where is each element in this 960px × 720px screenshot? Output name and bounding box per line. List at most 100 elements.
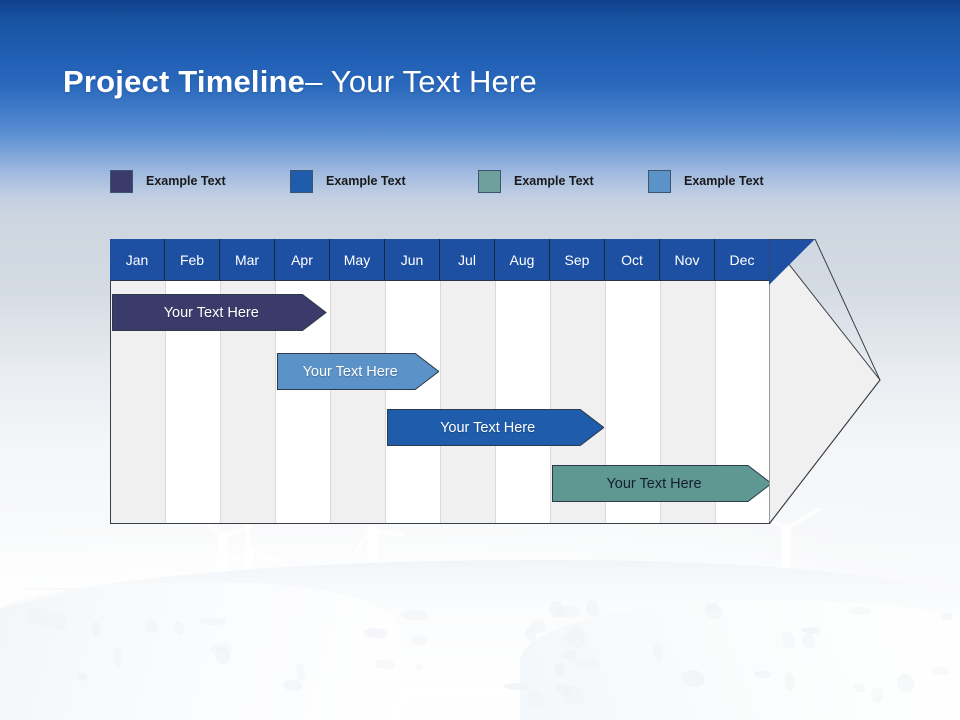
snow-speck	[114, 647, 122, 667]
bar-arrow-shape	[552, 465, 772, 502]
snow-speck	[400, 610, 427, 620]
snow-speck	[681, 670, 705, 687]
month-header-sep[interactable]: Sep	[550, 239, 605, 280]
snow-speck	[897, 674, 914, 693]
column-divider	[330, 281, 331, 523]
page-title-strong: Project Timeline	[63, 64, 306, 99]
legend-swatch-icon	[648, 169, 671, 193]
snow-speck	[705, 603, 719, 611]
legend: Example Text Example Text Example Text Exam…	[110, 168, 870, 194]
timeline-column-jan	[111, 240, 166, 523]
header-underline	[110, 280, 770, 281]
timeline-bar-3[interactable]: Your Text Here	[387, 409, 605, 446]
snow-speck	[941, 613, 953, 620]
column-divider	[385, 281, 386, 523]
snow-speck	[558, 638, 576, 647]
snow-speck	[29, 607, 49, 626]
legend-item-label: Example Text	[514, 174, 594, 188]
legend-item-label: Example Text	[684, 174, 764, 188]
timeline-bar-1[interactable]: Your Text Here	[112, 294, 327, 331]
month-header-apr[interactable]: Apr	[275, 239, 330, 280]
snow-speck	[47, 613, 67, 630]
column-divider	[550, 281, 551, 523]
month-header-jun[interactable]: Jun	[385, 239, 440, 280]
timeline-column-mar	[221, 240, 276, 523]
timeline-bar-label: Your Text Here	[163, 304, 259, 321]
snow-speck	[586, 600, 599, 617]
legend-item-label: Example Text	[146, 174, 226, 188]
legend-item-2[interactable]: Example Text	[290, 168, 406, 194]
column-divider	[220, 281, 221, 523]
timeline-arrowhead	[769, 239, 882, 524]
timeline-column-jun	[386, 240, 441, 523]
snow-speck	[854, 683, 865, 692]
legend-swatch-icon	[110, 169, 133, 193]
column-divider	[165, 281, 166, 523]
snow-speck	[653, 643, 663, 661]
snow-speck	[802, 634, 815, 649]
snow-speck	[782, 632, 795, 648]
snow-speck	[754, 671, 771, 678]
snow-speck	[528, 689, 544, 709]
column-divider	[715, 281, 716, 523]
timeline-bar-label: Your Text Here	[440, 419, 536, 436]
column-divider	[605, 281, 606, 523]
snow-speck	[374, 660, 395, 669]
snow-speck	[145, 620, 158, 633]
snow-speck	[410, 635, 427, 645]
snow-speck	[931, 667, 950, 675]
snow-speck	[525, 627, 536, 641]
legend-swatch-icon	[478, 169, 501, 193]
snow-speck	[283, 680, 302, 691]
snow-speck	[801, 627, 820, 634]
snow-speck	[296, 663, 305, 681]
month-header-jul[interactable]: Jul	[440, 239, 495, 280]
timeline-column-apr	[276, 240, 331, 523]
timeline-bar-label: Your Text Here	[302, 363, 398, 380]
month-header-jan[interactable]: Jan	[110, 239, 165, 280]
bar-arrow-shape	[277, 353, 440, 390]
snow-speck	[174, 621, 184, 635]
snow-speck	[76, 673, 87, 681]
month-header-nov[interactable]: Nov	[660, 239, 715, 280]
month-header-aug[interactable]: Aug	[495, 239, 550, 280]
timeline-column-jul	[441, 240, 496, 523]
snow-speck	[555, 684, 571, 695]
timeline-bar-2[interactable]: Your Text Here	[277, 353, 440, 390]
legend-item-4[interactable]: Example Text	[648, 168, 764, 194]
page-title: Project Timeline – Your Text Here	[63, 60, 537, 104]
month-header-dec[interactable]: Dec	[715, 239, 770, 280]
legend-item-3[interactable]: Example Text	[478, 168, 594, 194]
snow-speck	[364, 628, 387, 638]
snow-speck	[567, 628, 585, 648]
snow-speck	[574, 659, 600, 668]
bar-arrow-shape	[112, 294, 327, 331]
column-divider	[275, 281, 276, 523]
timeline-column-oct	[606, 240, 661, 523]
snow-speck	[503, 683, 528, 690]
month-header-mar[interactable]: Mar	[220, 239, 275, 280]
timeline-column-aug	[496, 240, 551, 523]
snow-speck	[549, 601, 564, 618]
column-divider	[495, 281, 496, 523]
timeline-column-feb	[166, 240, 221, 523]
snow-speck	[871, 687, 883, 703]
snow-speck	[784, 672, 794, 691]
snow-speck	[562, 650, 578, 660]
snow-speck	[215, 647, 230, 664]
month-header-may[interactable]: May	[330, 239, 385, 280]
snow-speck	[199, 618, 226, 625]
page-title-light: – Your Text Here	[305, 64, 537, 99]
column-divider	[440, 281, 441, 523]
month-header-feb[interactable]: Feb	[165, 239, 220, 280]
timeline-bar-label: Your Text Here	[606, 475, 702, 492]
timeline-bar-4[interactable]: Your Text Here	[552, 465, 772, 502]
snow-speck	[415, 664, 423, 671]
column-divider	[660, 281, 661, 523]
legend-item-1[interactable]: Example Text	[110, 168, 226, 194]
snow-speck	[555, 662, 565, 677]
legend-swatch-icon	[290, 169, 313, 193]
month-header-oct[interactable]: Oct	[605, 239, 660, 280]
